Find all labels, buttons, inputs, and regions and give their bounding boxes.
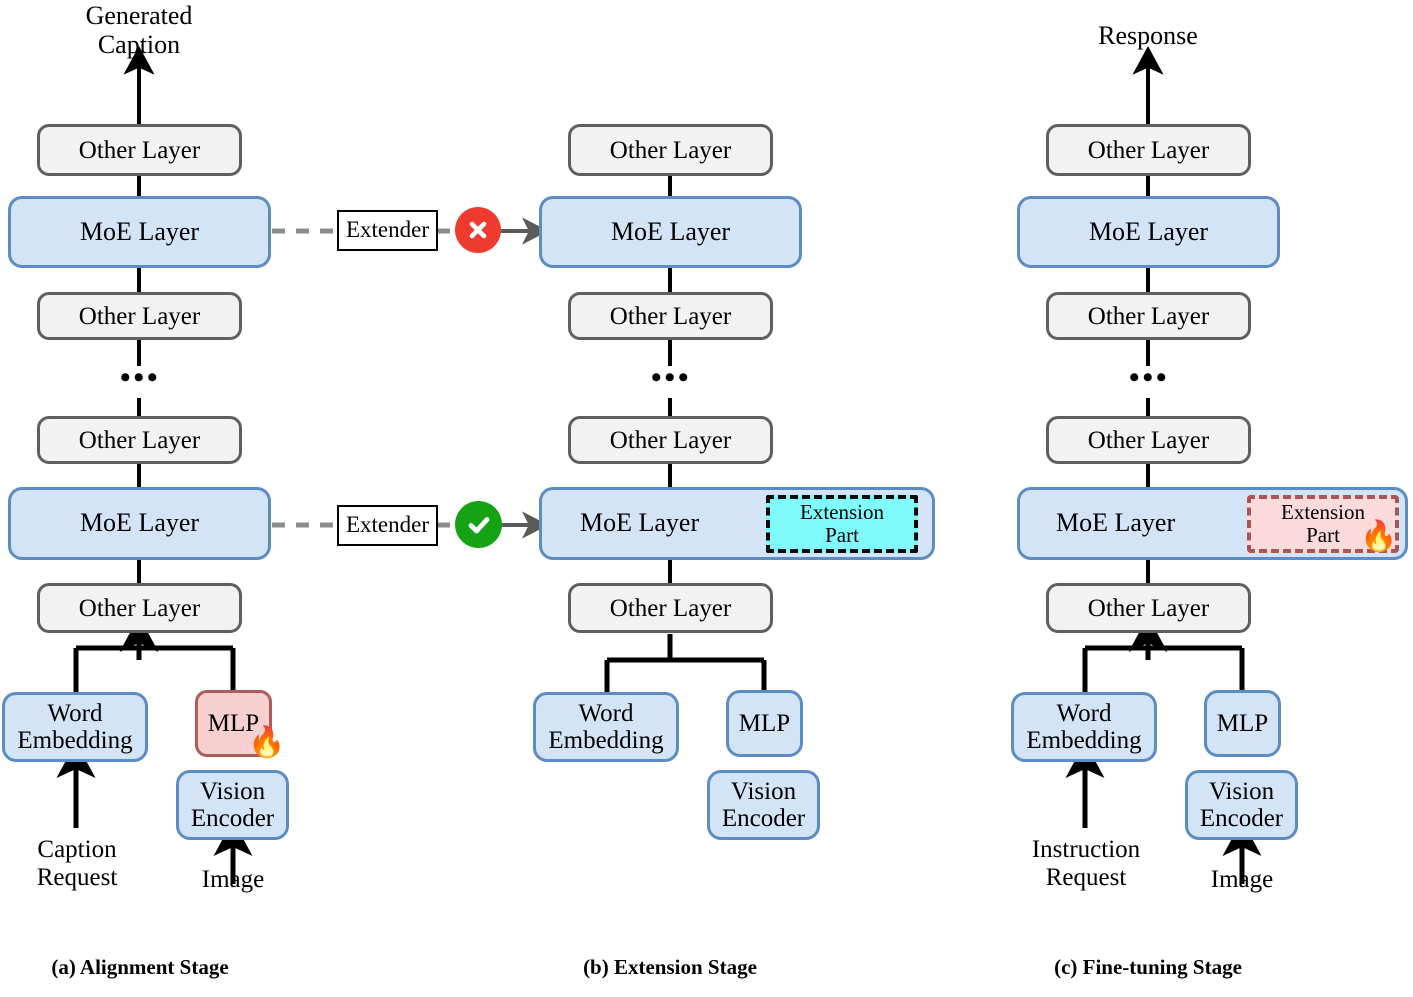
panel-b-mlp: MLP (726, 690, 803, 757)
panel-c-ellipsis: ••• (1129, 361, 1170, 394)
panel-b-ellipsis: ••• (651, 361, 692, 394)
extender-upper[interactable]: Extender (337, 210, 438, 251)
panel-c-other-layer-4: Other Layer (1046, 583, 1251, 633)
panel-c-caption: (c) Fine-tuning Stage (1054, 955, 1242, 979)
reject-badge-icon (455, 207, 501, 253)
panel-b-other-layer-4: Other Layer (568, 583, 773, 633)
panel-a-image-label: Image (201, 866, 265, 893)
panel-a-other-layer-2: Other Layer (37, 292, 242, 340)
panel-a-moe-layer-2: MoE Layer (8, 487, 271, 560)
panel-a-ellipsis: ••• (120, 361, 161, 394)
panel-c-other-layer-3: Other Layer (1046, 416, 1251, 464)
panel-b-other-layer-2: Other Layer (568, 292, 773, 340)
panel-c-output-label: Response (1098, 21, 1198, 50)
panel-b-moe-layer-1: MoE Layer (539, 196, 802, 268)
panel-c-mlp: MLP (1204, 690, 1281, 757)
x-mark-icon (469, 221, 487, 239)
panel-c-other-layer-2: Other Layer (1046, 292, 1251, 340)
check-mark-icon (468, 516, 489, 533)
panel-a-moe-layer-1: MoE Layer (8, 196, 271, 268)
accept-badge-icon (455, 501, 502, 548)
panel-b-caption: (b) Extension Stage (583, 955, 757, 979)
panel-a-mlp-fire-icon: 🔥 (248, 725, 286, 760)
panel-a-other-layer-4: Other Layer (37, 583, 242, 633)
panel-a-other-layer-1: Other Layer (37, 124, 242, 176)
panel-a-other-layer-3: Other Layer (37, 416, 242, 464)
panel-b-other-layer-1: Other Layer (568, 124, 773, 176)
panel-c-moe-layer-1: MoE Layer (1017, 196, 1280, 268)
panel-a-caption: (a) Alignment Stage (51, 955, 229, 979)
panel-c-other-layer-1: Other Layer (1046, 124, 1251, 176)
panel-a-mlp: MLP (195, 690, 272, 757)
panel-c-extension-fire-icon: 🔥 (1360, 519, 1398, 554)
panel-b-other-layer-3: Other Layer (568, 416, 773, 464)
extender-lower[interactable]: Extender (337, 505, 438, 546)
panel-c-image-label: Image (1210, 866, 1274, 893)
